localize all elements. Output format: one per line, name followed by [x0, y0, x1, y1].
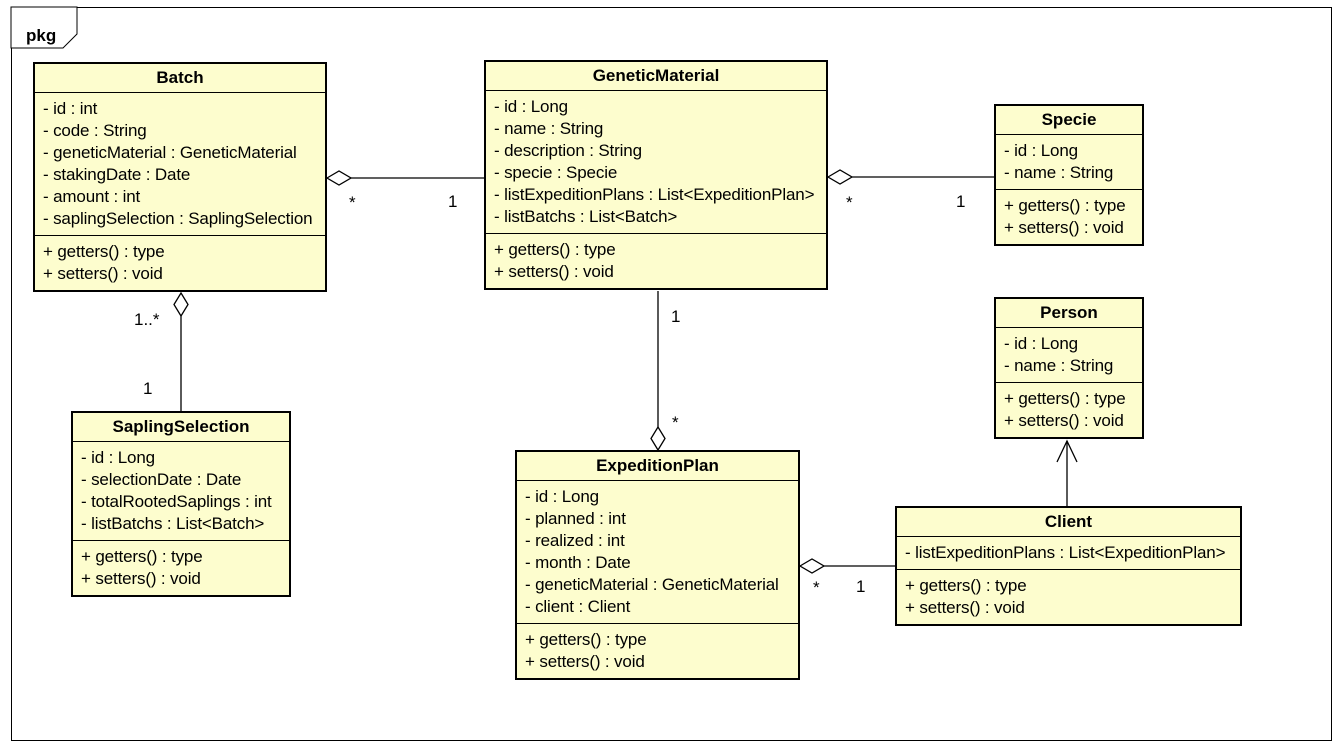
class-title: Specie — [996, 106, 1142, 135]
multiplicity-label: 1 — [956, 192, 966, 211]
class-attributes: - id : Long - name : String — [996, 328, 1142, 383]
attribute: - name : String — [1004, 163, 1114, 182]
method: + getters() : type — [43, 242, 165, 261]
class-title: Person — [996, 299, 1142, 328]
class-methods: + getters() : type + setters() : void — [73, 541, 289, 595]
package-frame — [11, 7, 1332, 741]
attribute: - month : Date — [525, 553, 631, 572]
class-attributes: - id : Long - name : String - descriptio… — [486, 91, 826, 234]
attribute: - description : String — [494, 141, 642, 160]
multiplicity-label: 1 — [448, 192, 458, 211]
class-title: GeneticMaterial — [486, 62, 826, 91]
method: + getters() : type — [905, 576, 1027, 595]
class-specie: Specie - id : Long - name : String + get… — [994, 104, 1144, 246]
class-title: Client — [897, 508, 1240, 537]
attribute: - listBatchs : List<Batch> — [494, 207, 678, 226]
class-methods: + getters() : type + setters() : void — [517, 624, 798, 678]
method: + setters() : void — [1004, 218, 1124, 237]
attribute: - id : Long — [1004, 141, 1078, 160]
attribute: - planned : int — [525, 509, 626, 528]
attribute: - realized : int — [525, 531, 625, 550]
attribute: - amount : int — [43, 187, 141, 206]
method: + setters() : void — [905, 598, 1025, 617]
attribute: - totalRootedSaplings : int — [81, 492, 272, 511]
multiplicity-label: * — [349, 193, 356, 212]
attribute: - id : Long — [1004, 334, 1078, 353]
method: + getters() : type — [81, 547, 203, 566]
attribute: - code : String — [43, 121, 147, 140]
class-attributes: - id : Long - name : String — [996, 135, 1142, 190]
class-batch: Batch - id : int - code : String - genet… — [33, 62, 327, 292]
class-geneticmaterial: GeneticMaterial - id : Long - name : Str… — [484, 60, 828, 290]
method: + setters() : void — [525, 652, 645, 671]
class-methods: + getters() : type + setters() : void — [486, 234, 826, 288]
class-attributes: - id : int - code : String - geneticMate… — [35, 93, 325, 236]
multiplicity-label: * — [846, 193, 853, 212]
attribute: - id : int — [43, 99, 98, 118]
method: + getters() : type — [1004, 389, 1126, 408]
class-methods: + getters() : type + setters() : void — [897, 570, 1240, 624]
attribute: - listBatchs : List<Batch> — [81, 514, 265, 533]
class-methods: + getters() : type + setters() : void — [996, 383, 1142, 437]
attribute: - id : Long — [525, 487, 599, 506]
class-methods: + getters() : type + setters() : void — [35, 236, 325, 290]
attribute: - listExpeditionPlans : List<ExpeditionP… — [905, 543, 1226, 562]
attribute: - id : Long — [81, 448, 155, 467]
class-methods: + getters() : type + setters() : void — [996, 190, 1142, 244]
multiplicity-label: 1 — [143, 379, 153, 398]
multiplicity-label: * — [813, 578, 820, 597]
class-attributes: - id : Long - planned : int - realized :… — [517, 481, 798, 624]
method: + getters() : type — [494, 240, 616, 259]
class-attributes: - id : Long - selectionDate : Date - tot… — [73, 442, 289, 541]
method: + setters() : void — [43, 264, 163, 283]
attribute: - id : Long — [494, 97, 568, 116]
attribute: - client : Client — [525, 597, 631, 616]
method: + setters() : void — [1004, 411, 1124, 430]
attribute: - stakingDate : Date — [43, 165, 191, 184]
method: + getters() : type — [1004, 196, 1126, 215]
attribute: - saplingSelection : SaplingSelection — [43, 209, 313, 228]
package-label: pkg — [26, 26, 57, 45]
attribute: - listExpeditionPlans : List<ExpeditionP… — [494, 185, 815, 204]
class-person: Person - id : Long - name : String + get… — [994, 297, 1144, 439]
attribute: - name : String — [494, 119, 604, 138]
attribute: - name : String — [1004, 356, 1114, 375]
attribute: - selectionDate : Date — [81, 470, 242, 489]
class-saplingselection: SaplingSelection - id : Long - selection… — [71, 411, 291, 597]
multiplicity-label: 1..* — [134, 310, 160, 329]
class-title: ExpeditionPlan — [517, 452, 798, 481]
class-attributes: - listExpeditionPlans : List<ExpeditionP… — [897, 537, 1240, 570]
class-client: Client - listExpeditionPlans : List<Expe… — [895, 506, 1242, 626]
method: + setters() : void — [494, 262, 614, 281]
multiplicity-label: 1 — [856, 577, 866, 596]
method: + getters() : type — [525, 630, 647, 649]
attribute: - geneticMaterial : GeneticMaterial — [525, 575, 779, 594]
multiplicity-label: * — [672, 413, 679, 432]
attribute: - specie : Specie — [494, 163, 618, 182]
class-title: Batch — [35, 64, 325, 93]
class-title: SaplingSelection — [73, 413, 289, 442]
multiplicity-label: 1 — [671, 307, 681, 326]
method: + setters() : void — [81, 569, 201, 588]
attribute: - geneticMaterial : GeneticMaterial — [43, 143, 297, 162]
class-expeditionplan: ExpeditionPlan - id : Long - planned : i… — [515, 450, 800, 680]
